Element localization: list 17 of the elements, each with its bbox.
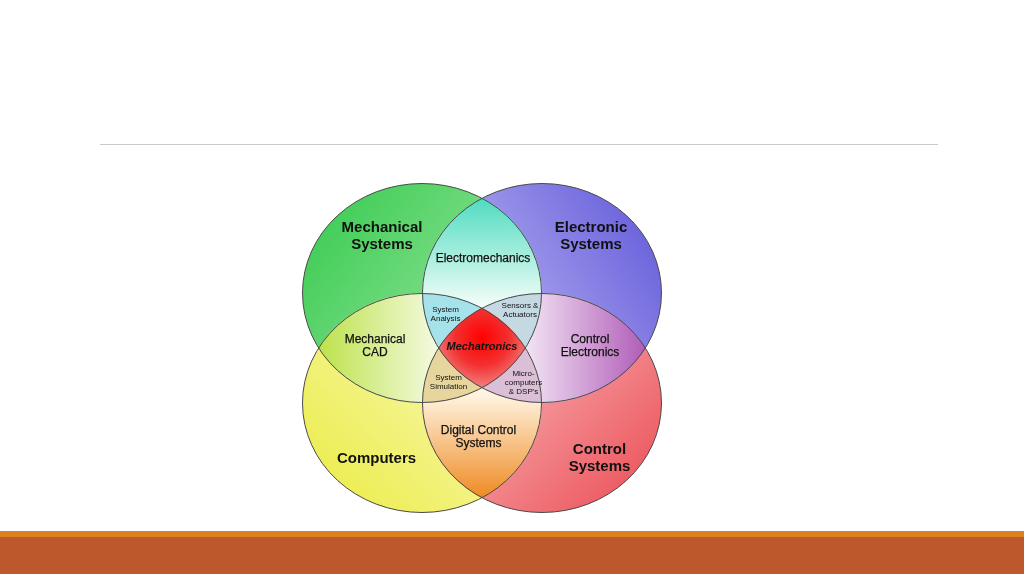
circle-label: Computers bbox=[336, 449, 417, 466]
region-label: Electromechanics bbox=[435, 252, 531, 265]
region-label: Mechanical CAD bbox=[344, 333, 406, 359]
region-label: Mechatronics bbox=[446, 340, 518, 353]
region-label: Micro-computers & DSP's bbox=[504, 369, 543, 396]
region-label: Control Electronics bbox=[560, 333, 620, 359]
venn-circle bbox=[422, 183, 662, 403]
region-label: System Simulation bbox=[429, 373, 468, 391]
region-label: Sensors & Actuators bbox=[501, 301, 539, 319]
venn-circle bbox=[422, 293, 662, 513]
circle-label: Electronic Systems bbox=[554, 218, 628, 252]
region-label: System Analysis bbox=[430, 305, 461, 323]
circle-label: Mechanical Systems bbox=[341, 218, 423, 252]
region-label: Digital Control Systems bbox=[440, 424, 517, 450]
venn-circle bbox=[302, 293, 542, 513]
venn-circle bbox=[302, 183, 542, 403]
circle-label: Control Systems bbox=[568, 440, 631, 474]
